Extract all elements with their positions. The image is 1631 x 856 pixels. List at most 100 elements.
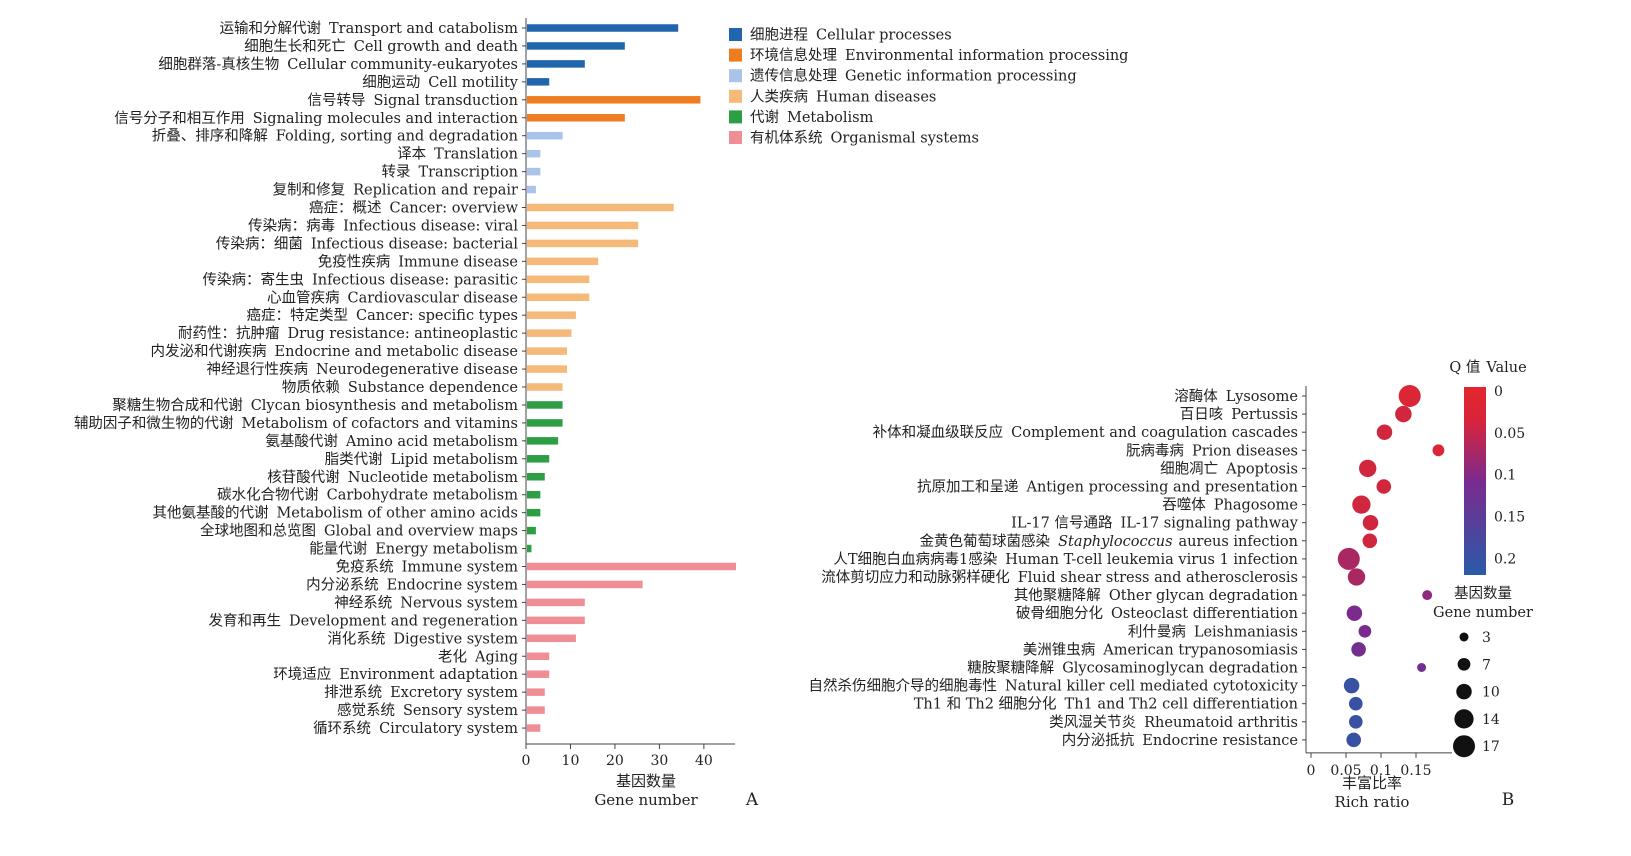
- category-label-cn: 癌症：特定类型: [247, 307, 349, 324]
- bubble-6: [1352, 495, 1371, 514]
- bar-15: [527, 293, 590, 301]
- panel-a-x-title-en: Gene number: [594, 791, 698, 809]
- size-legend-title-en: Gene number: [1433, 605, 1533, 621]
- color-bar: [1464, 387, 1486, 575]
- size-legend-dot-1: [1457, 657, 1471, 671]
- legend-label-cn: 代谢: [750, 109, 779, 126]
- bar-9: [527, 185, 536, 194]
- category-label-en: Transport and catabolism: [329, 21, 518, 37]
- bar-31: [527, 580, 643, 589]
- pathway-label-cn: 类风湿关节炎: [1049, 714, 1136, 731]
- bubble-14: [1351, 642, 1366, 657]
- pathway-label-en: Glycosaminoglycan degradation: [1062, 661, 1298, 677]
- bar-25: [527, 473, 545, 481]
- category-label-cn: 物质依赖: [282, 379, 340, 396]
- bar-3: [527, 78, 550, 86]
- pathway-label-cn: 朊病毒病: [1126, 442, 1184, 459]
- category-label-cn: 全球地图和总览图: [200, 522, 316, 540]
- pathway-label-cn: 吞噬体: [1162, 497, 1206, 514]
- bubble-17: [1348, 696, 1363, 711]
- pathway-label-7: IL-17 信号通路 IL-17 signaling pathway: [1011, 515, 1299, 532]
- category-label-cn: 老化: [438, 648, 467, 665]
- category-label-en: Amino acid metabolism: [345, 434, 518, 450]
- category-label-cn: 译本: [397, 146, 426, 163]
- panel-b-x-tick-label-0: 0: [1307, 763, 1316, 779]
- size-legend-label-0: 3: [1482, 630, 1491, 646]
- legend-swatch-0: [729, 28, 742, 41]
- panel-a-x-tick-label-1: 10: [562, 753, 580, 769]
- bar-34: [527, 634, 576, 643]
- category-label-en: Infectious disease: parasitic: [312, 272, 518, 288]
- legend-swatch-2: [729, 69, 742, 83]
- legend-label-cn: 人类疾病: [750, 88, 808, 105]
- pathway-label-en: Osteoclast differentiation: [1111, 606, 1298, 622]
- category-label-en: Excretory system: [390, 685, 518, 701]
- category-label-16: 癌症：特定类型 Cancer: specific types: [247, 307, 519, 324]
- category-label-en: Immune system: [402, 560, 519, 576]
- category-label-cn: 排泄系统: [324, 684, 382, 701]
- pathway-label-cn: 内分泌抵抗: [1062, 732, 1135, 749]
- category-label-cn: 信号分子和相互作用: [114, 110, 245, 127]
- bar-18: [527, 347, 568, 355]
- category-label-en: Folding, sorting and degradation: [276, 129, 518, 145]
- color-bar-tick-2: 0.1: [1494, 468, 1516, 484]
- category-label-en: Drug resistance: antineoplastic: [287, 326, 518, 342]
- category-label-en: Nervous system: [400, 595, 518, 611]
- category-label-cn: 消化系统: [327, 630, 385, 647]
- category-label-cn: 核苷酸代谢: [267, 469, 340, 486]
- category-label-en: Cancer: specific types: [356, 308, 518, 324]
- category-label-cn: 转录: [381, 164, 410, 181]
- legend-swatch-1: [729, 48, 742, 62]
- size-legend-label-3: 14: [1482, 712, 1500, 728]
- bar-39: [527, 724, 541, 732]
- panel-b-x-tick-label-3: 0.15: [1400, 763, 1431, 779]
- pathway-label-en: American trypanosomiasis: [1102, 642, 1298, 658]
- pathway-label-en: IL-17 signaling pathway: [1120, 516, 1298, 532]
- bar-22: [527, 419, 563, 427]
- legend-label-en: Cellular processes: [816, 28, 952, 44]
- pathway-label-cn: IL-17 信号通路: [1011, 515, 1113, 532]
- pathway-label-en: Fluid shear stress and atherosclerosis: [1018, 570, 1298, 586]
- bubble-13: [1358, 624, 1372, 638]
- category-label-en: Neurodegenerative disease: [316, 362, 518, 378]
- size-legend-title-cn: 基因数量: [1454, 585, 1512, 602]
- bar-14: [527, 275, 590, 284]
- category-label-en: Cell motility: [428, 75, 519, 91]
- category-label-en: Clycan biosynthesis and metabolism: [251, 398, 519, 414]
- bar-2: [527, 60, 585, 68]
- bar-30: [527, 562, 736, 571]
- bar-21: [527, 401, 563, 409]
- bubble-10: [1347, 568, 1366, 586]
- size-legend-label-2: 10: [1482, 685, 1500, 701]
- category-label-en: Nucleotide metabolism: [348, 470, 519, 486]
- bubble-8: [1362, 533, 1378, 549]
- category-label-en: Development and regeneration: [289, 613, 518, 629]
- panel-b-x-title-cn: 丰富比率: [1342, 774, 1402, 792]
- category-label-en: Carbohydrate metabolism: [327, 488, 519, 504]
- category-label-en: Infectious disease: viral: [343, 218, 518, 234]
